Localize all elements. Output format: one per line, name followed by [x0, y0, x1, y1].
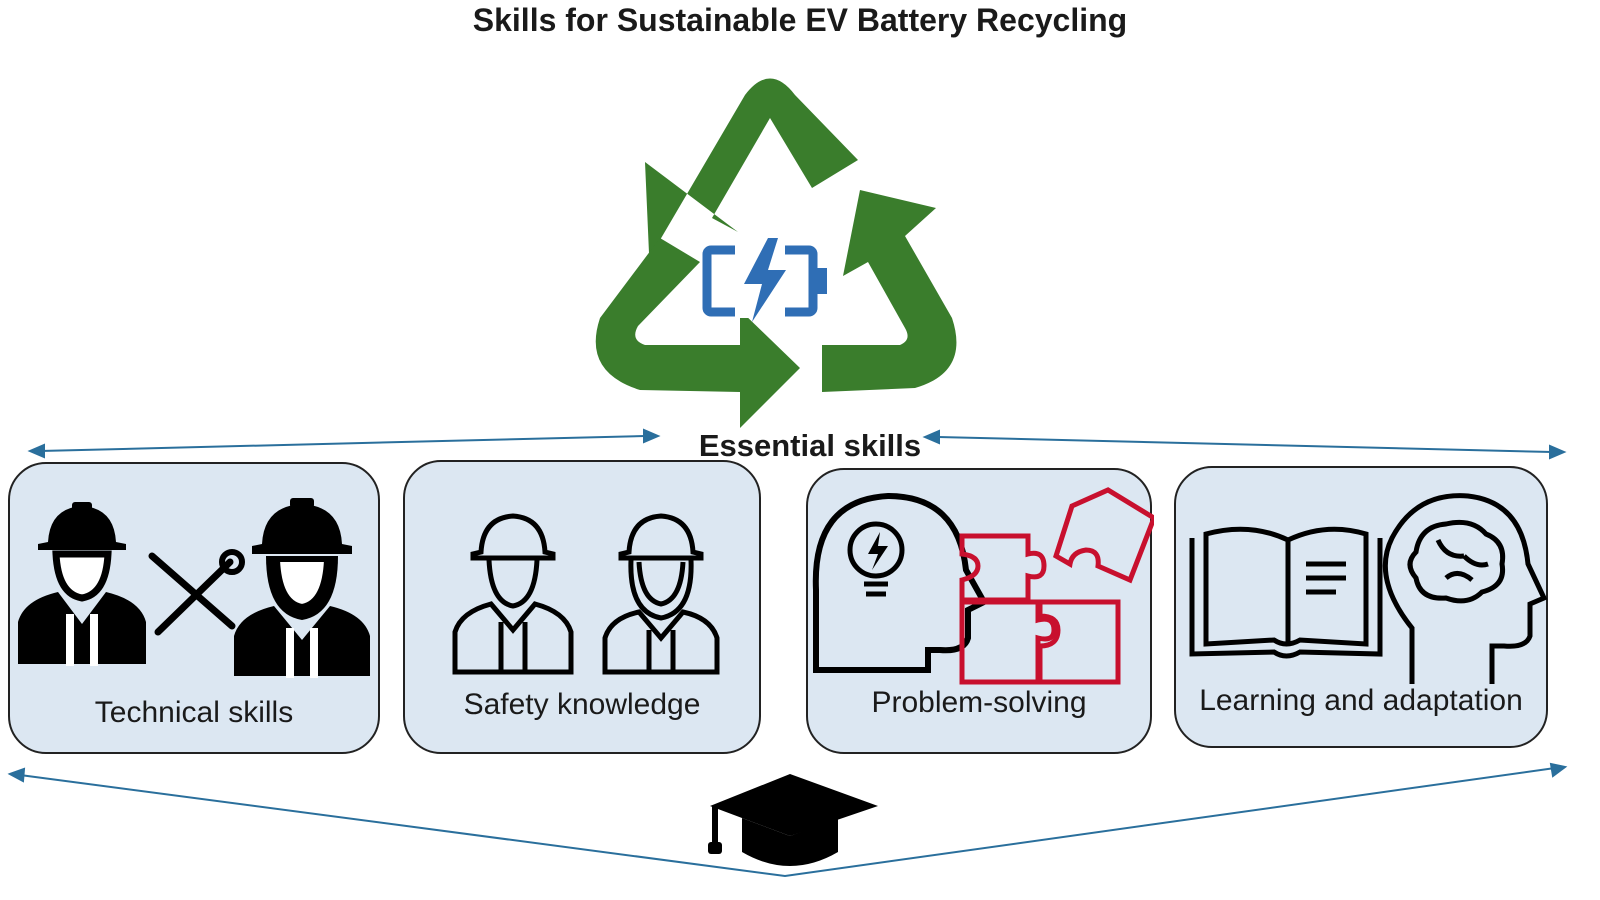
center-label: Essential skills	[698, 428, 922, 463]
card-label-safety-knowledge: Safety knowledge	[463, 688, 701, 721]
card-learning-and-adaptation: Learning and adaptation	[1174, 466, 1548, 748]
diagram-title: Skills for Sustainable EV Battery Recycl…	[472, 2, 1128, 38]
card-technical-skills: Technical skills	[8, 462, 380, 754]
card-label-learning-and-adaptation: Learning and adaptation	[1199, 684, 1523, 717]
card-label-problem-solving: Problem-solving	[871, 686, 1087, 719]
card-safety-knowledge: Safety knowledge	[403, 460, 761, 754]
workers-with-tools-icon	[18, 498, 370, 678]
head-lightbulb-puzzle-icon	[812, 487, 1154, 685]
card-label-technical-skills: Technical skills	[94, 696, 294, 729]
battery-charging-icon	[702, 238, 827, 322]
card-problem-solving: Problem-solving	[806, 468, 1154, 754]
safety-workers-icon	[452, 513, 720, 675]
book-brain-icon	[1189, 493, 1548, 684]
